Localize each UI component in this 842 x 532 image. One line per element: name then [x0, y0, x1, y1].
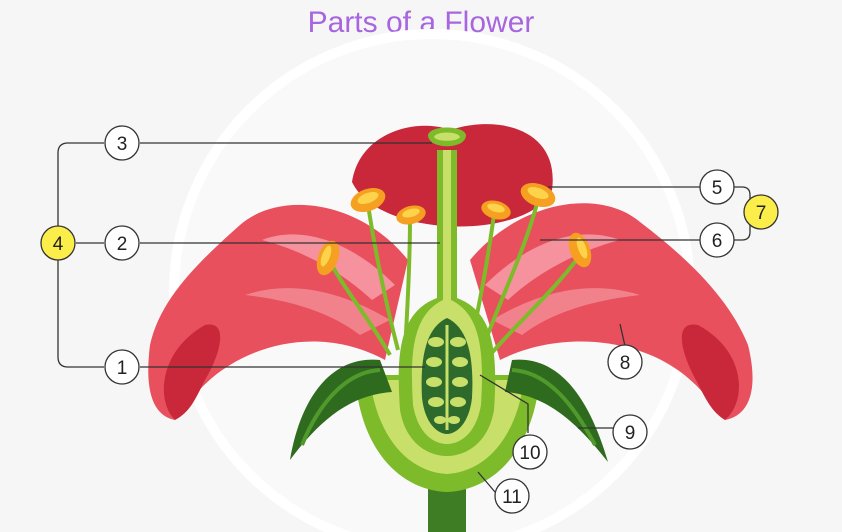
label-8: 8	[607, 344, 643, 380]
label-11-text: 11	[502, 487, 522, 508]
label-3: 3	[104, 125, 140, 161]
label-11: 11	[494, 478, 530, 514]
label-2-text: 2	[117, 234, 128, 255]
label-4-text: 4	[53, 234, 64, 255]
label-9-text: 9	[625, 423, 636, 444]
label-6-text: 6	[712, 231, 723, 252]
label-7: 7	[743, 194, 779, 230]
label-10-text: 10	[519, 443, 540, 464]
label-2: 2	[104, 225, 140, 261]
label-8-text: 8	[620, 353, 631, 374]
pistil	[398, 127, 496, 456]
left-sepal	[290, 359, 392, 460]
anthers	[316, 182, 592, 276]
label-9: 9	[612, 414, 648, 450]
leader-lines	[57, 142, 751, 493]
label-5: 5	[699, 169, 735, 205]
label-7-text: 7	[756, 203, 767, 224]
label-1: 1	[104, 349, 140, 385]
label-4: 4	[40, 225, 76, 261]
label-6: 6	[699, 222, 735, 258]
ovules	[426, 337, 468, 424]
right-sepal	[505, 359, 608, 462]
filaments	[328, 199, 582, 357]
label-3-text: 3	[117, 134, 128, 155]
label-10: 10	[512, 434, 548, 470]
label-5-text: 5	[712, 178, 723, 199]
label-1-text: 1	[117, 358, 128, 379]
